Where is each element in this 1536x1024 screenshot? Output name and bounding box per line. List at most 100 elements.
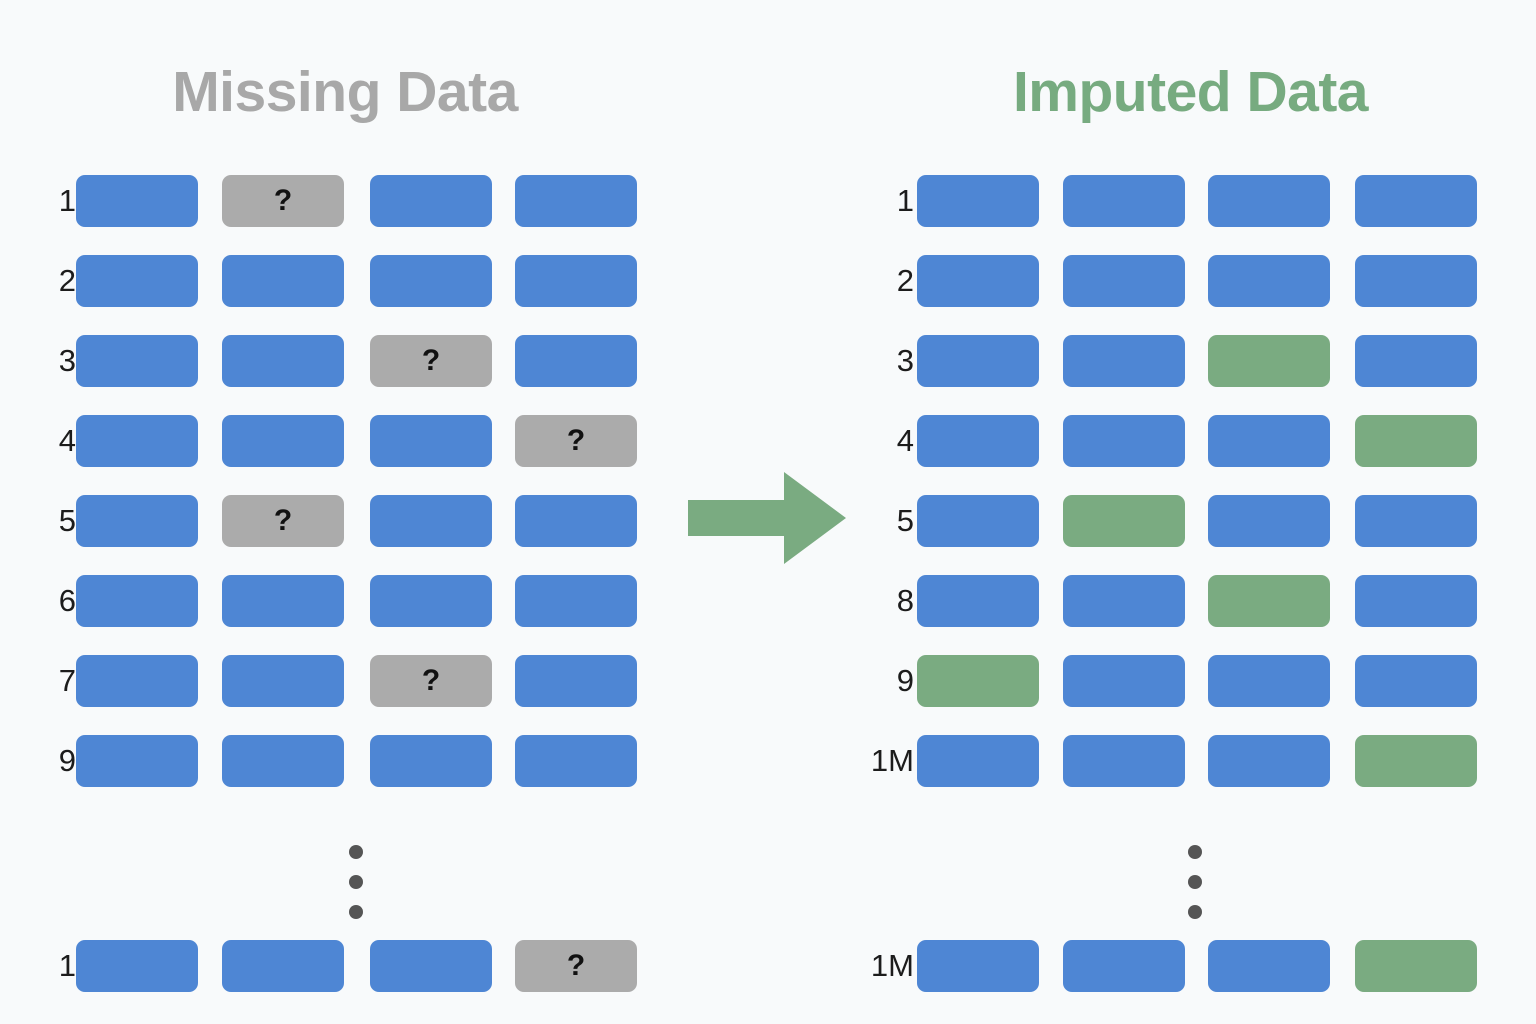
observed-value-cell xyxy=(76,415,198,467)
observed-value-cell xyxy=(1063,255,1185,307)
table-row: 4 xyxy=(845,415,1536,467)
ellipsis-dot xyxy=(349,845,363,859)
observed-value-cell xyxy=(515,655,637,707)
observed-value-cell xyxy=(222,335,344,387)
observed-value-cell xyxy=(1063,175,1185,227)
ellipsis-dot xyxy=(349,875,363,889)
table-row: 7? xyxy=(0,655,690,707)
table-row: 6 xyxy=(0,575,690,627)
observed-value-cell xyxy=(917,735,1039,787)
missing-value-cell: ? xyxy=(222,175,344,227)
observed-value-cell xyxy=(1063,940,1185,992)
imputed-value-cell xyxy=(1355,940,1477,992)
observed-value-cell xyxy=(1063,735,1185,787)
observed-value-cell xyxy=(76,655,198,707)
observed-value-cell xyxy=(1355,495,1477,547)
question-mark-icon: ? xyxy=(273,184,293,217)
observed-value-cell xyxy=(917,175,1039,227)
observed-value-cell xyxy=(222,575,344,627)
imputed-value-cell xyxy=(1355,415,1477,467)
row-label: 9 xyxy=(896,663,914,698)
observed-value-cell xyxy=(370,175,492,227)
observed-value-cell xyxy=(515,575,637,627)
observed-value-cell xyxy=(917,575,1039,627)
table-row: 2 xyxy=(0,255,690,307)
ellipsis-dot xyxy=(1188,845,1202,859)
table-row: 8 xyxy=(845,575,1536,627)
imputed-value-cell xyxy=(1208,335,1330,387)
row-label: 5 xyxy=(896,503,914,538)
table-row: 1? xyxy=(0,175,690,227)
observed-value-cell xyxy=(515,335,637,387)
table-row: 1M xyxy=(845,735,1536,787)
observed-value-cell xyxy=(222,940,344,992)
observed-value-cell xyxy=(1063,655,1185,707)
observed-value-cell xyxy=(917,335,1039,387)
observed-value-cell xyxy=(370,735,492,787)
missing-value-cell: ? xyxy=(370,655,492,707)
observed-value-cell xyxy=(370,495,492,547)
imputed-value-cell xyxy=(1063,495,1185,547)
row-label: 1 xyxy=(58,183,76,218)
observed-value-cell xyxy=(1355,335,1477,387)
observed-value-cell xyxy=(1063,415,1185,467)
table-row: 1 xyxy=(845,175,1536,227)
observed-value-cell xyxy=(76,175,198,227)
missing-data-title: Missing Data xyxy=(172,60,518,124)
observed-value-cell xyxy=(222,655,344,707)
row-label: 3 xyxy=(58,343,76,378)
ellipsis-dot xyxy=(349,905,363,919)
observed-value-cell xyxy=(1208,415,1330,467)
observed-value-cell xyxy=(76,940,198,992)
observed-value-cell xyxy=(1355,575,1477,627)
imputed-data-title: Imputed Data xyxy=(1012,60,1369,124)
table-row: 3? xyxy=(0,335,690,387)
vertical-ellipsis-icon xyxy=(1188,845,1204,935)
row-label: 2 xyxy=(58,263,76,298)
imputed-data-grid: 1 2 3 4 5 8 9 1M 1M xyxy=(845,0,1536,1024)
table-row: 9 xyxy=(0,735,690,787)
observed-value-cell xyxy=(1208,495,1330,547)
table-row: 2 xyxy=(845,255,1536,307)
question-mark-icon: ? xyxy=(566,949,586,982)
observed-value-cell xyxy=(917,415,1039,467)
missing-value-cell: ? xyxy=(222,495,344,547)
observed-value-cell xyxy=(370,415,492,467)
row-label: 1 xyxy=(896,183,914,218)
row-label: 7 xyxy=(58,663,76,698)
observed-value-cell xyxy=(222,735,344,787)
table-row: 5 xyxy=(845,495,1536,547)
observed-value-cell xyxy=(515,735,637,787)
observed-value-cell xyxy=(1208,175,1330,227)
observed-value-cell xyxy=(515,175,637,227)
row-label: 1 xyxy=(58,948,76,983)
observed-value-cell xyxy=(917,255,1039,307)
observed-value-cell xyxy=(917,495,1039,547)
observed-value-cell xyxy=(515,495,637,547)
row-label: 3 xyxy=(896,343,914,378)
observed-value-cell xyxy=(76,335,198,387)
observed-value-cell xyxy=(1355,255,1477,307)
row-label: 4 xyxy=(58,423,76,458)
observed-value-cell xyxy=(1208,655,1330,707)
observed-value-cell xyxy=(222,255,344,307)
observed-value-cell xyxy=(1355,655,1477,707)
table-row: 3 xyxy=(845,335,1536,387)
observed-value-cell xyxy=(370,255,492,307)
observed-value-cell xyxy=(1208,255,1330,307)
observed-value-cell xyxy=(76,495,198,547)
observed-value-cell xyxy=(1063,575,1185,627)
observed-value-cell xyxy=(515,255,637,307)
observed-value-cell xyxy=(917,940,1039,992)
observed-value-cell xyxy=(76,735,198,787)
table-row: 4? xyxy=(0,415,690,467)
observed-value-cell xyxy=(370,940,492,992)
ellipsis-dot xyxy=(1188,875,1202,889)
right-arrow-icon xyxy=(688,470,848,566)
missing-value-cell: ? xyxy=(515,415,637,467)
row-label: 1M xyxy=(870,948,914,983)
imputed-value-cell xyxy=(917,655,1039,707)
